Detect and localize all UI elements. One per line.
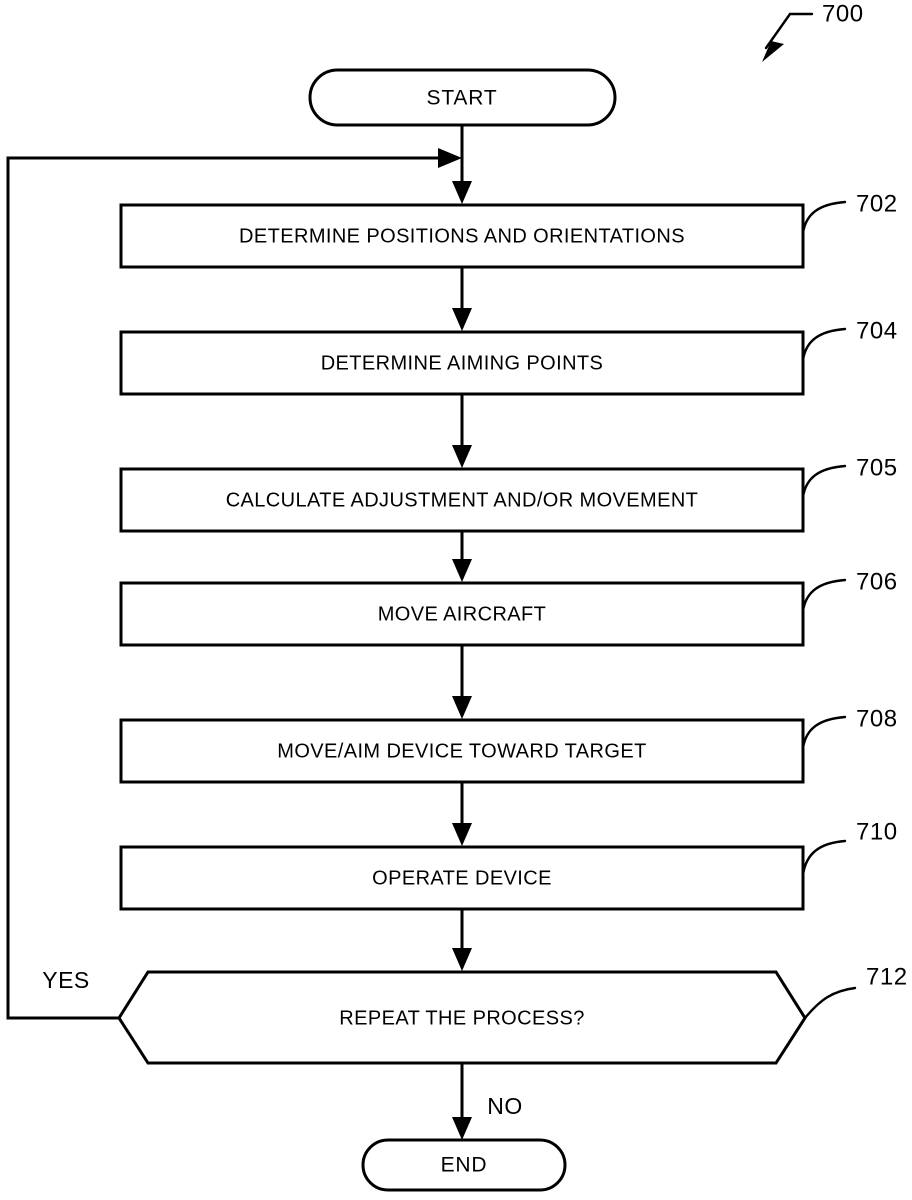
decision-node-712-shape: [117, 970, 807, 1065]
process-box-704-shape: [119, 330, 805, 396]
branch-label-yes: YES: [42, 967, 90, 993]
leader-line-705: [801, 464, 847, 499]
figure-number-label: 700: [822, 0, 864, 27]
ref-label-706: 706: [856, 568, 898, 595]
connector-start-to-step-702: [452, 125, 472, 204]
connector-708-to-710: [452, 782, 472, 846]
process-box-710-shape: [119, 845, 805, 911]
connector-702-to-704: [452, 267, 472, 331]
process-box-710-label: OPERATE DEVICE: [372, 867, 552, 889]
process-box-708: MOVE/AIM DEVICE TOWARD TARGET: [119, 718, 805, 784]
connector-705-to-706: [452, 531, 472, 582]
leader-line-706: [801, 578, 847, 613]
leader-line-712: [803, 986, 857, 1020]
process-box-702-label: DETERMINE POSITIONS AND ORIENTATIONS: [239, 225, 685, 247]
end-node: END: [361, 1138, 567, 1192]
process-box-705-label: CALCULATE ADJUSTMENT AND/OR MOVEMENT: [226, 489, 699, 511]
process-box-705-shape: [119, 467, 805, 533]
decision-node-712: REPEAT THE PROCESS?: [117, 970, 807, 1065]
decision-node-712-label: REPEAT THE PROCESS?: [339, 1007, 584, 1029]
figure-number-leader: [762, 12, 814, 62]
connector-710-to-decision: [452, 909, 472, 971]
connector-704-to-705: [452, 394, 472, 468]
process-box-708-label: MOVE/AIM DEVICE TOWARD TARGET: [277, 740, 646, 762]
end-node-shape: [361, 1138, 567, 1192]
process-box-704: DETERMINE AIMING POINTS: [119, 330, 805, 396]
leader-line-702: [801, 200, 847, 235]
branch-label-no: NO: [487, 1093, 523, 1119]
ref-label-705: 705: [856, 454, 898, 481]
process-box-710: OPERATE DEVICE: [119, 845, 805, 911]
process-box-708-shape: [119, 718, 805, 784]
leader-line-710: [801, 839, 847, 877]
ref-label-704: 704: [856, 317, 898, 344]
start-node-label: START: [427, 87, 498, 110]
process-box-702: DETERMINE POSITIONS AND ORIENTATIONS: [119, 203, 805, 269]
connector-decision-to-end: [452, 1063, 472, 1140]
feedback-loop-yes: [6, 148, 462, 1020]
leader-line-704: [801, 327, 847, 362]
ref-label-708: 708: [856, 705, 898, 732]
start-node: START: [308, 68, 617, 127]
ref-label-702: 702: [856, 190, 898, 217]
leader-line-708: [801, 715, 847, 750]
connector-706-to-708: [452, 645, 472, 719]
ref-label-710: 710: [856, 818, 898, 845]
process-box-706-label: MOVE AIRCRAFT: [378, 603, 547, 625]
end-node-label: END: [441, 1154, 488, 1177]
ref-label-712: 712: [866, 963, 908, 990]
process-box-704-label: DETERMINE AIMING POINTS: [321, 352, 604, 374]
process-box-706: MOVE AIRCRAFT: [119, 581, 805, 647]
process-box-705: CALCULATE ADJUSTMENT AND/OR MOVEMENT: [119, 467, 805, 533]
